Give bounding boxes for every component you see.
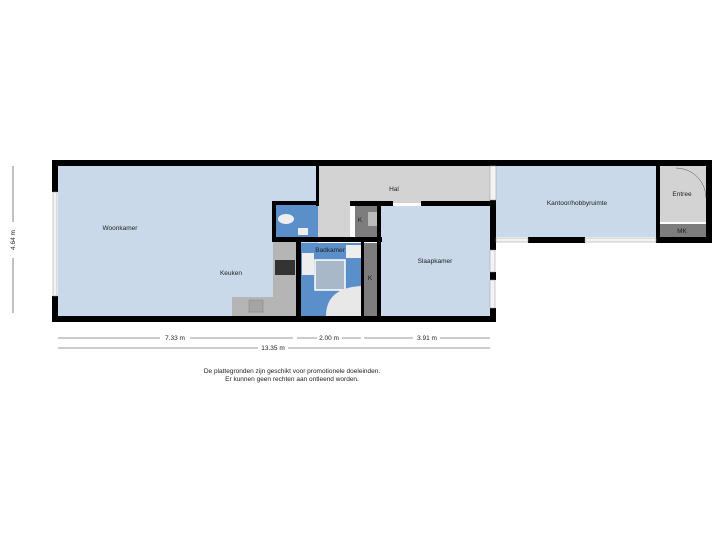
dimension-lines xyxy=(12,166,490,349)
room-label-woonkamer: Woonkamer xyxy=(103,225,139,232)
toilet-sink-icon xyxy=(298,228,308,235)
room-label-entree: Entree xyxy=(672,191,692,198)
hal-floor xyxy=(318,166,490,203)
shower-curve-icon xyxy=(326,286,361,316)
room-label-keuken: Keuken xyxy=(220,270,242,277)
disclaimer-line-2: Er kunnen geen rechten aan ontleend word… xyxy=(225,376,359,383)
kitchen-sink-icon xyxy=(248,299,264,313)
walls xyxy=(52,160,712,322)
slaapkamer-floor xyxy=(380,206,490,316)
kitchen-counter xyxy=(273,242,296,316)
windows xyxy=(52,165,657,309)
toilet-icon xyxy=(278,214,294,224)
mk-floor xyxy=(660,224,706,237)
washer-icon xyxy=(346,245,361,258)
dim-seg1: 7.33 m xyxy=(165,335,185,342)
room-label-slaapkamer: Slaapkamer xyxy=(418,258,454,265)
hal-floor-lower xyxy=(318,203,350,239)
dim-seg2: 2.00 m xyxy=(319,335,339,342)
kast-floor xyxy=(363,243,377,316)
stove-icon xyxy=(275,260,295,275)
room-label-kantoor: Kantoor/hobbyruimte xyxy=(547,200,608,207)
room-label-kast-sink: K xyxy=(358,217,363,224)
entree-floor xyxy=(660,166,706,222)
room-label-kast: K xyxy=(368,275,373,282)
room-label-badkamer: Badkamer xyxy=(315,247,345,254)
room-label-hal: Hal xyxy=(389,186,399,193)
shower-icon xyxy=(314,259,346,291)
entree-door-swing xyxy=(675,167,707,199)
dim-height: 4.64 m xyxy=(10,230,17,250)
sink-icon xyxy=(368,212,377,226)
dim-total: 13.35 m xyxy=(261,345,285,352)
bathtub-icon xyxy=(302,253,314,275)
room-label-mk: MK xyxy=(677,228,687,235)
kantoor-floor xyxy=(496,166,658,237)
dim-seg3: 3.91 m xyxy=(417,335,437,342)
disclaimer-line-1: De plattegronden zijn geschikt voor prom… xyxy=(204,368,381,375)
